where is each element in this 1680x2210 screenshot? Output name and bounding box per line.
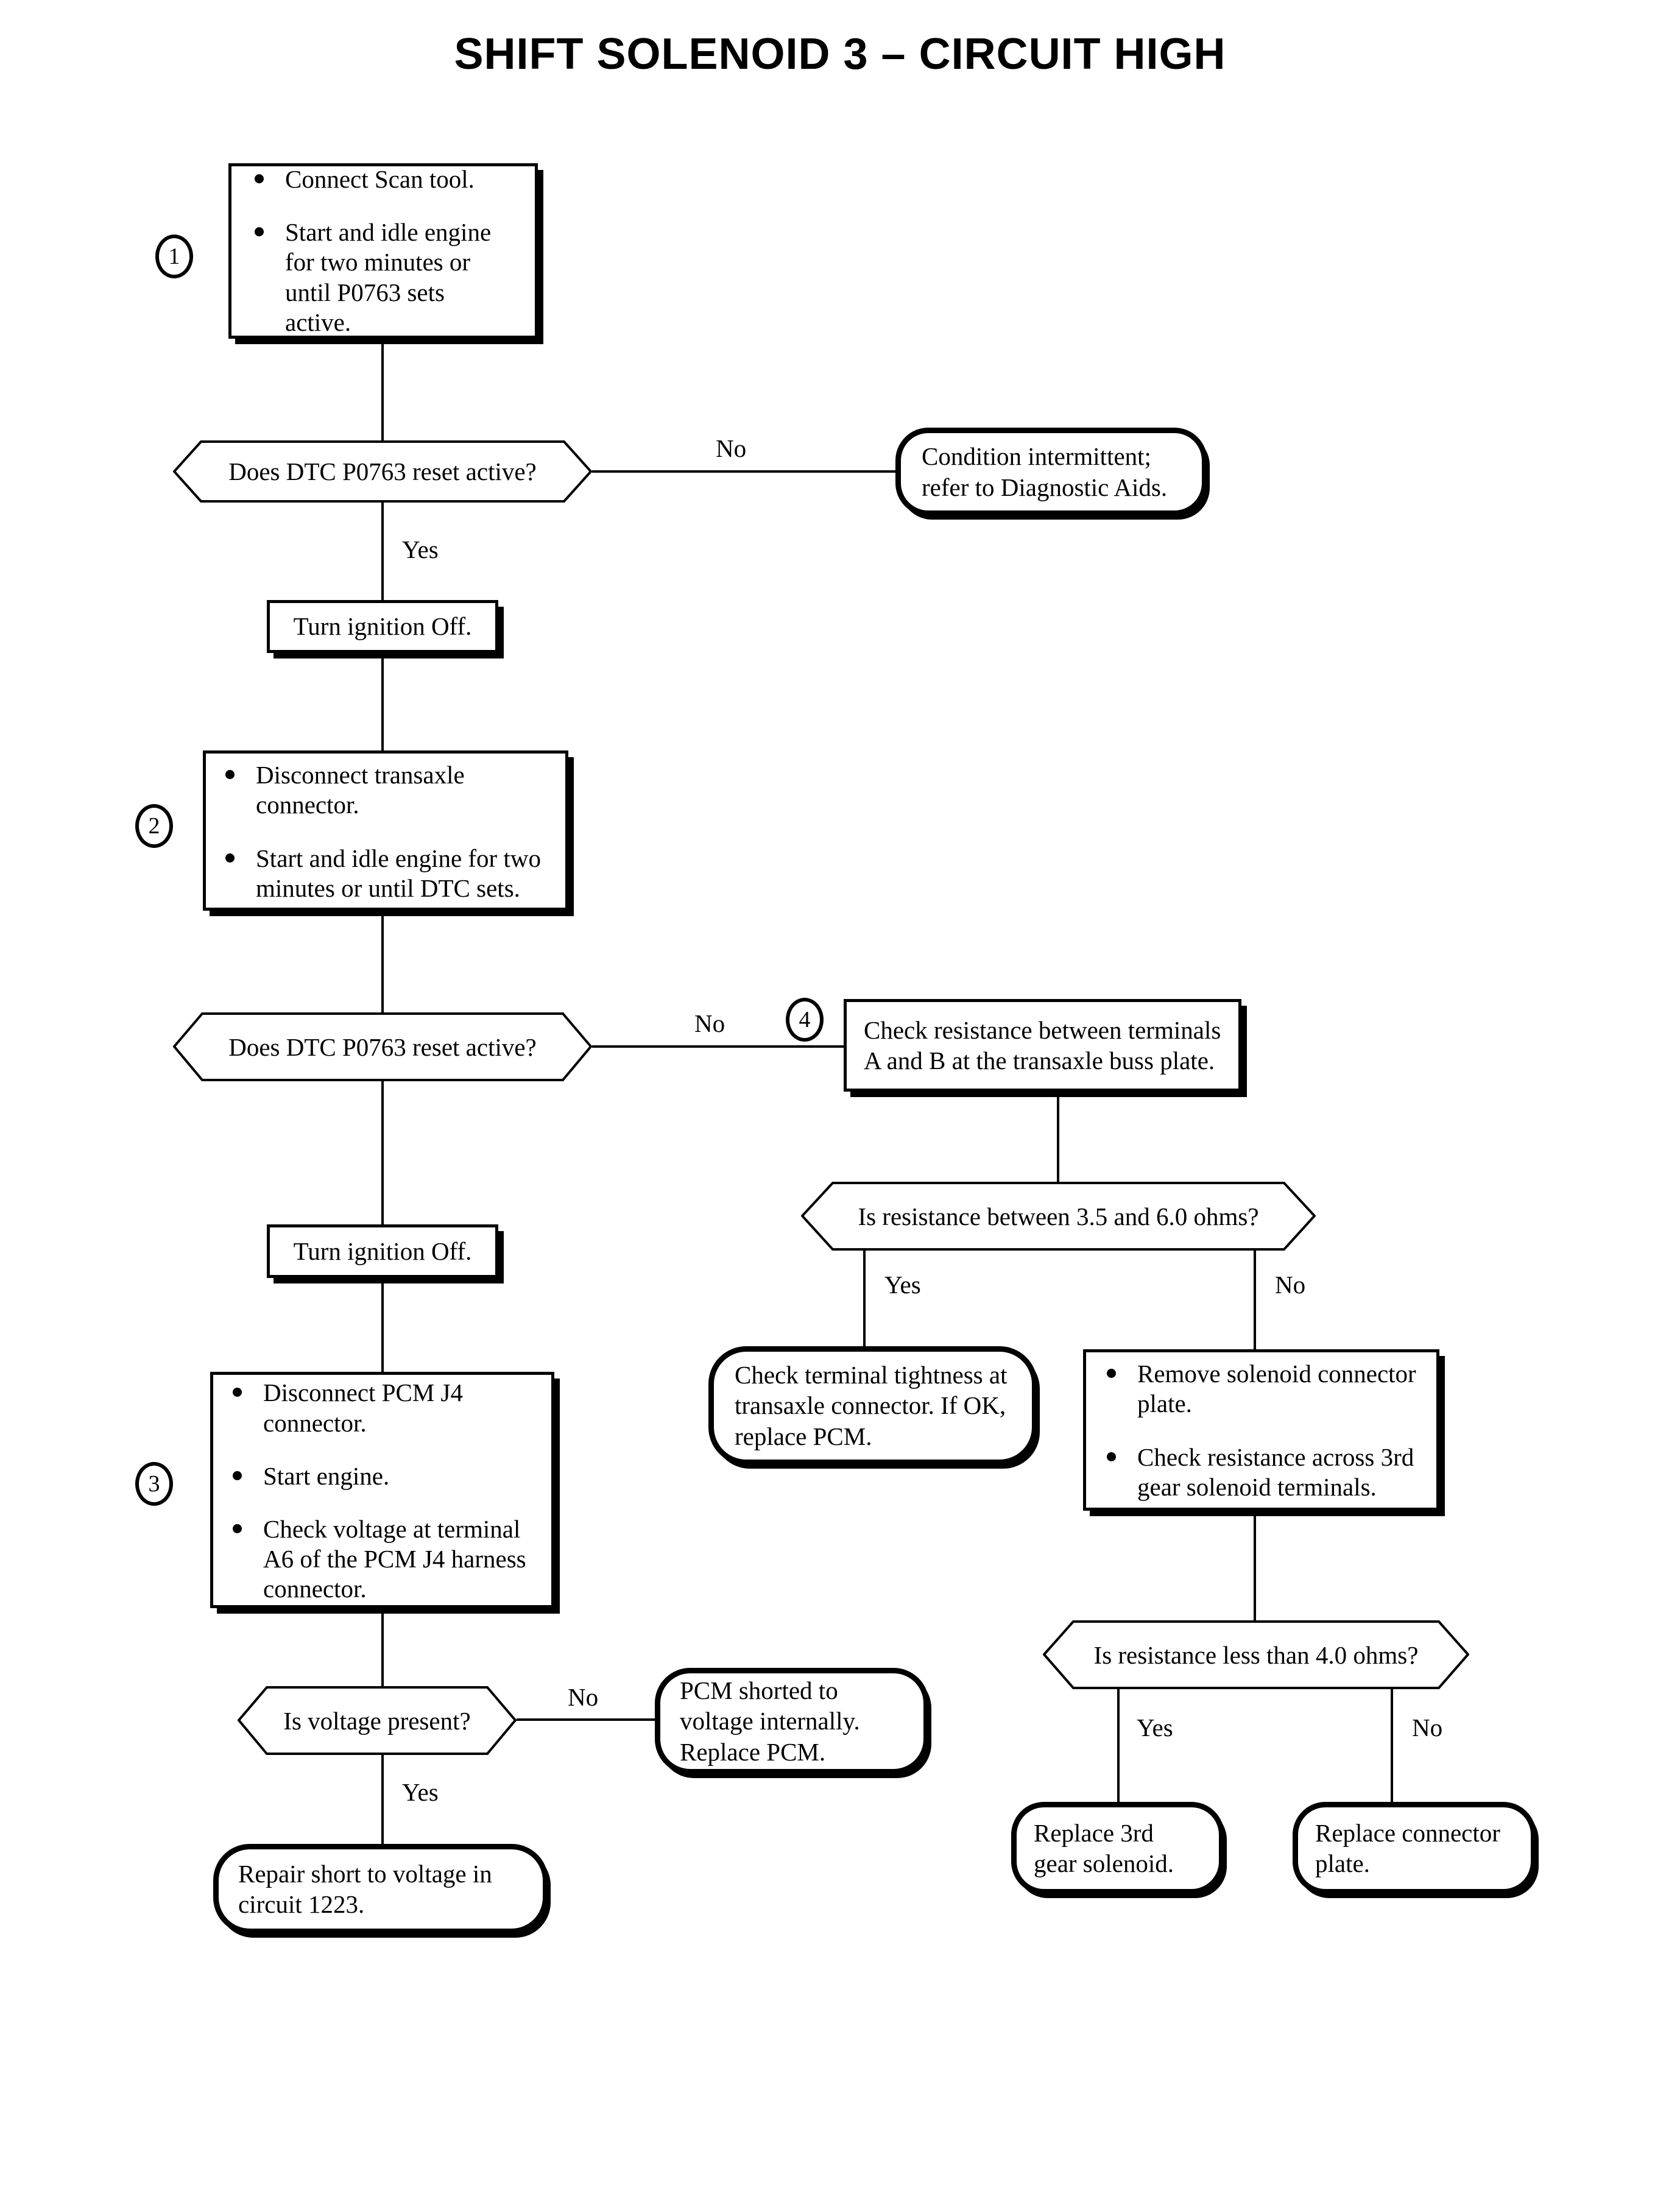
process-text: Turn ignition Off.	[293, 612, 472, 641]
node-decision-dtc-reset-1: Does DTC P0763 reset active?	[172, 440, 593, 503]
step3-bullet-list: Disconnect PCM J4 connector. Start engin…	[228, 1378, 535, 1604]
list-item: Connect Scan tool.	[250, 164, 514, 194]
list-item: Start and idle engine for two minutes or…	[221, 844, 547, 903]
list-item: Start engine.	[228, 1461, 535, 1491]
step-number-3: 3	[135, 1462, 173, 1506]
bullet-dot	[255, 227, 264, 237]
step1-bullet-list: Connect Scan tool. Start and idle engine…	[250, 164, 514, 337]
terminal-text: Replace 3rd gear solenoid.	[1034, 1818, 1174, 1877]
node-check-terminal-tightness: Check terminal tightness at transaxle co…	[708, 1346, 1037, 1465]
edge-label-no-4: No	[1412, 1714, 1443, 1742]
node-condition-intermittent: Condition intermittent; refer to Diagnos…	[895, 428, 1207, 516]
list-item: Check voltage at terminal A6 of the PCM …	[228, 1514, 535, 1605]
edge-label-yes-1: Yes	[402, 535, 439, 563]
edge-label-no-1: No	[716, 434, 747, 462]
bullet-dot	[233, 1470, 242, 1480]
node-decision-dtc-reset-2: Does DTC P0763 reset active?	[172, 1012, 593, 1081]
process-text: Turn ignition Off.	[293, 1237, 472, 1265]
node-turn-ignition-off-1: Turn ignition Off.	[267, 600, 498, 653]
list-item: Check resistance across 3rd gear solenoi…	[1102, 1442, 1423, 1502]
node-turn-ignition-off-2: Turn ignition Off.	[267, 1224, 498, 1278]
node-repair-short: Repair short to voltage in circuit 1223.	[213, 1844, 548, 1934]
node-step3: Disconnect PCM J4 connector. Start engin…	[210, 1372, 554, 1608]
bullet-dot	[1107, 1369, 1116, 1379]
decision-label: Does DTC P0763 reset active?	[228, 1033, 537, 1061]
bullet-dot	[255, 174, 264, 184]
edge-label-yes-5: Yes	[402, 1778, 439, 1806]
node-replace-connector-plate: Replace connector plate.	[1293, 1802, 1536, 1894]
node-step4: Check resistance between terminals A and…	[844, 999, 1241, 1092]
edge-label-yes-4: Yes	[1137, 1714, 1173, 1742]
terminal-text: Replace connector plate.	[1315, 1818, 1500, 1877]
edge-label-yes-3: Yes	[884, 1271, 921, 1299]
terminal-text: Condition intermittent; refer to Diagnos…	[922, 442, 1168, 501]
node-decision-resistance-range: Is resistance between 3.5 and 6.0 ohms?	[800, 1182, 1316, 1251]
list-item: Disconnect PCM J4 connector.	[228, 1378, 535, 1438]
remove-solenoid-bullet-list: Remove solenoid connector plate. Check r…	[1102, 1359, 1423, 1502]
edge-label-no-3: No	[1275, 1271, 1306, 1299]
node-decision-voltage-present: Is voltage present?	[237, 1686, 517, 1755]
terminal-text: Repair short to voltage in circuit 1223.	[238, 1859, 492, 1918]
node-replace-3rd-gear-solenoid: Replace 3rd gear solenoid.	[1011, 1802, 1224, 1894]
node-step2: Disconnect transaxle connector. Start an…	[203, 750, 568, 911]
process-text: Check resistance between terminals A and…	[864, 1015, 1221, 1075]
bullet-dot	[225, 853, 235, 863]
edge-label-no-5: No	[568, 1683, 599, 1711]
terminal-text: PCM shorted to voltage internally. Repla…	[680, 1676, 860, 1766]
decision-label: Is voltage present?	[283, 1706, 471, 1735]
list-item: Remove solenoid connector plate.	[1102, 1359, 1423, 1419]
bullet-dot	[1107, 1452, 1116, 1461]
terminal-text: Check terminal tightness at transaxle co…	[735, 1361, 1008, 1450]
node-step1: Connect Scan tool. Start and idle engine…	[228, 163, 538, 339]
step-number-4: 4	[786, 998, 824, 1042]
node-pcm-shorted: PCM shorted to voltage internally. Repla…	[655, 1668, 929, 1774]
step2-bullet-list: Disconnect transaxle connector. Start an…	[221, 760, 547, 903]
decision-label: Is resistance between 3.5 and 6.0 ohms?	[858, 1202, 1259, 1230]
list-item: Disconnect transaxle connector.	[221, 760, 547, 820]
bullet-dot	[225, 770, 235, 780]
bullet-dot	[233, 1388, 242, 1397]
step-number-1: 1	[155, 235, 193, 278]
page-title: SHIFT SOLENOID 3 – CIRCUIT HIGH	[454, 30, 1226, 79]
decision-label: Is resistance less than 4.0 ohms?	[1093, 1640, 1419, 1669]
node-remove-solenoid: Remove solenoid connector plate. Check r…	[1083, 1349, 1439, 1511]
list-item: Start and idle engine for two minutes or…	[250, 217, 514, 337]
node-decision-resistance-less: Is resistance less than 4.0 ohms?	[1042, 1620, 1470, 1689]
step-number-2: 2	[135, 804, 173, 848]
edge-label-no-2: No	[694, 1009, 725, 1037]
bullet-dot	[233, 1524, 242, 1533]
decision-label: Does DTC P0763 reset active?	[228, 457, 537, 485]
